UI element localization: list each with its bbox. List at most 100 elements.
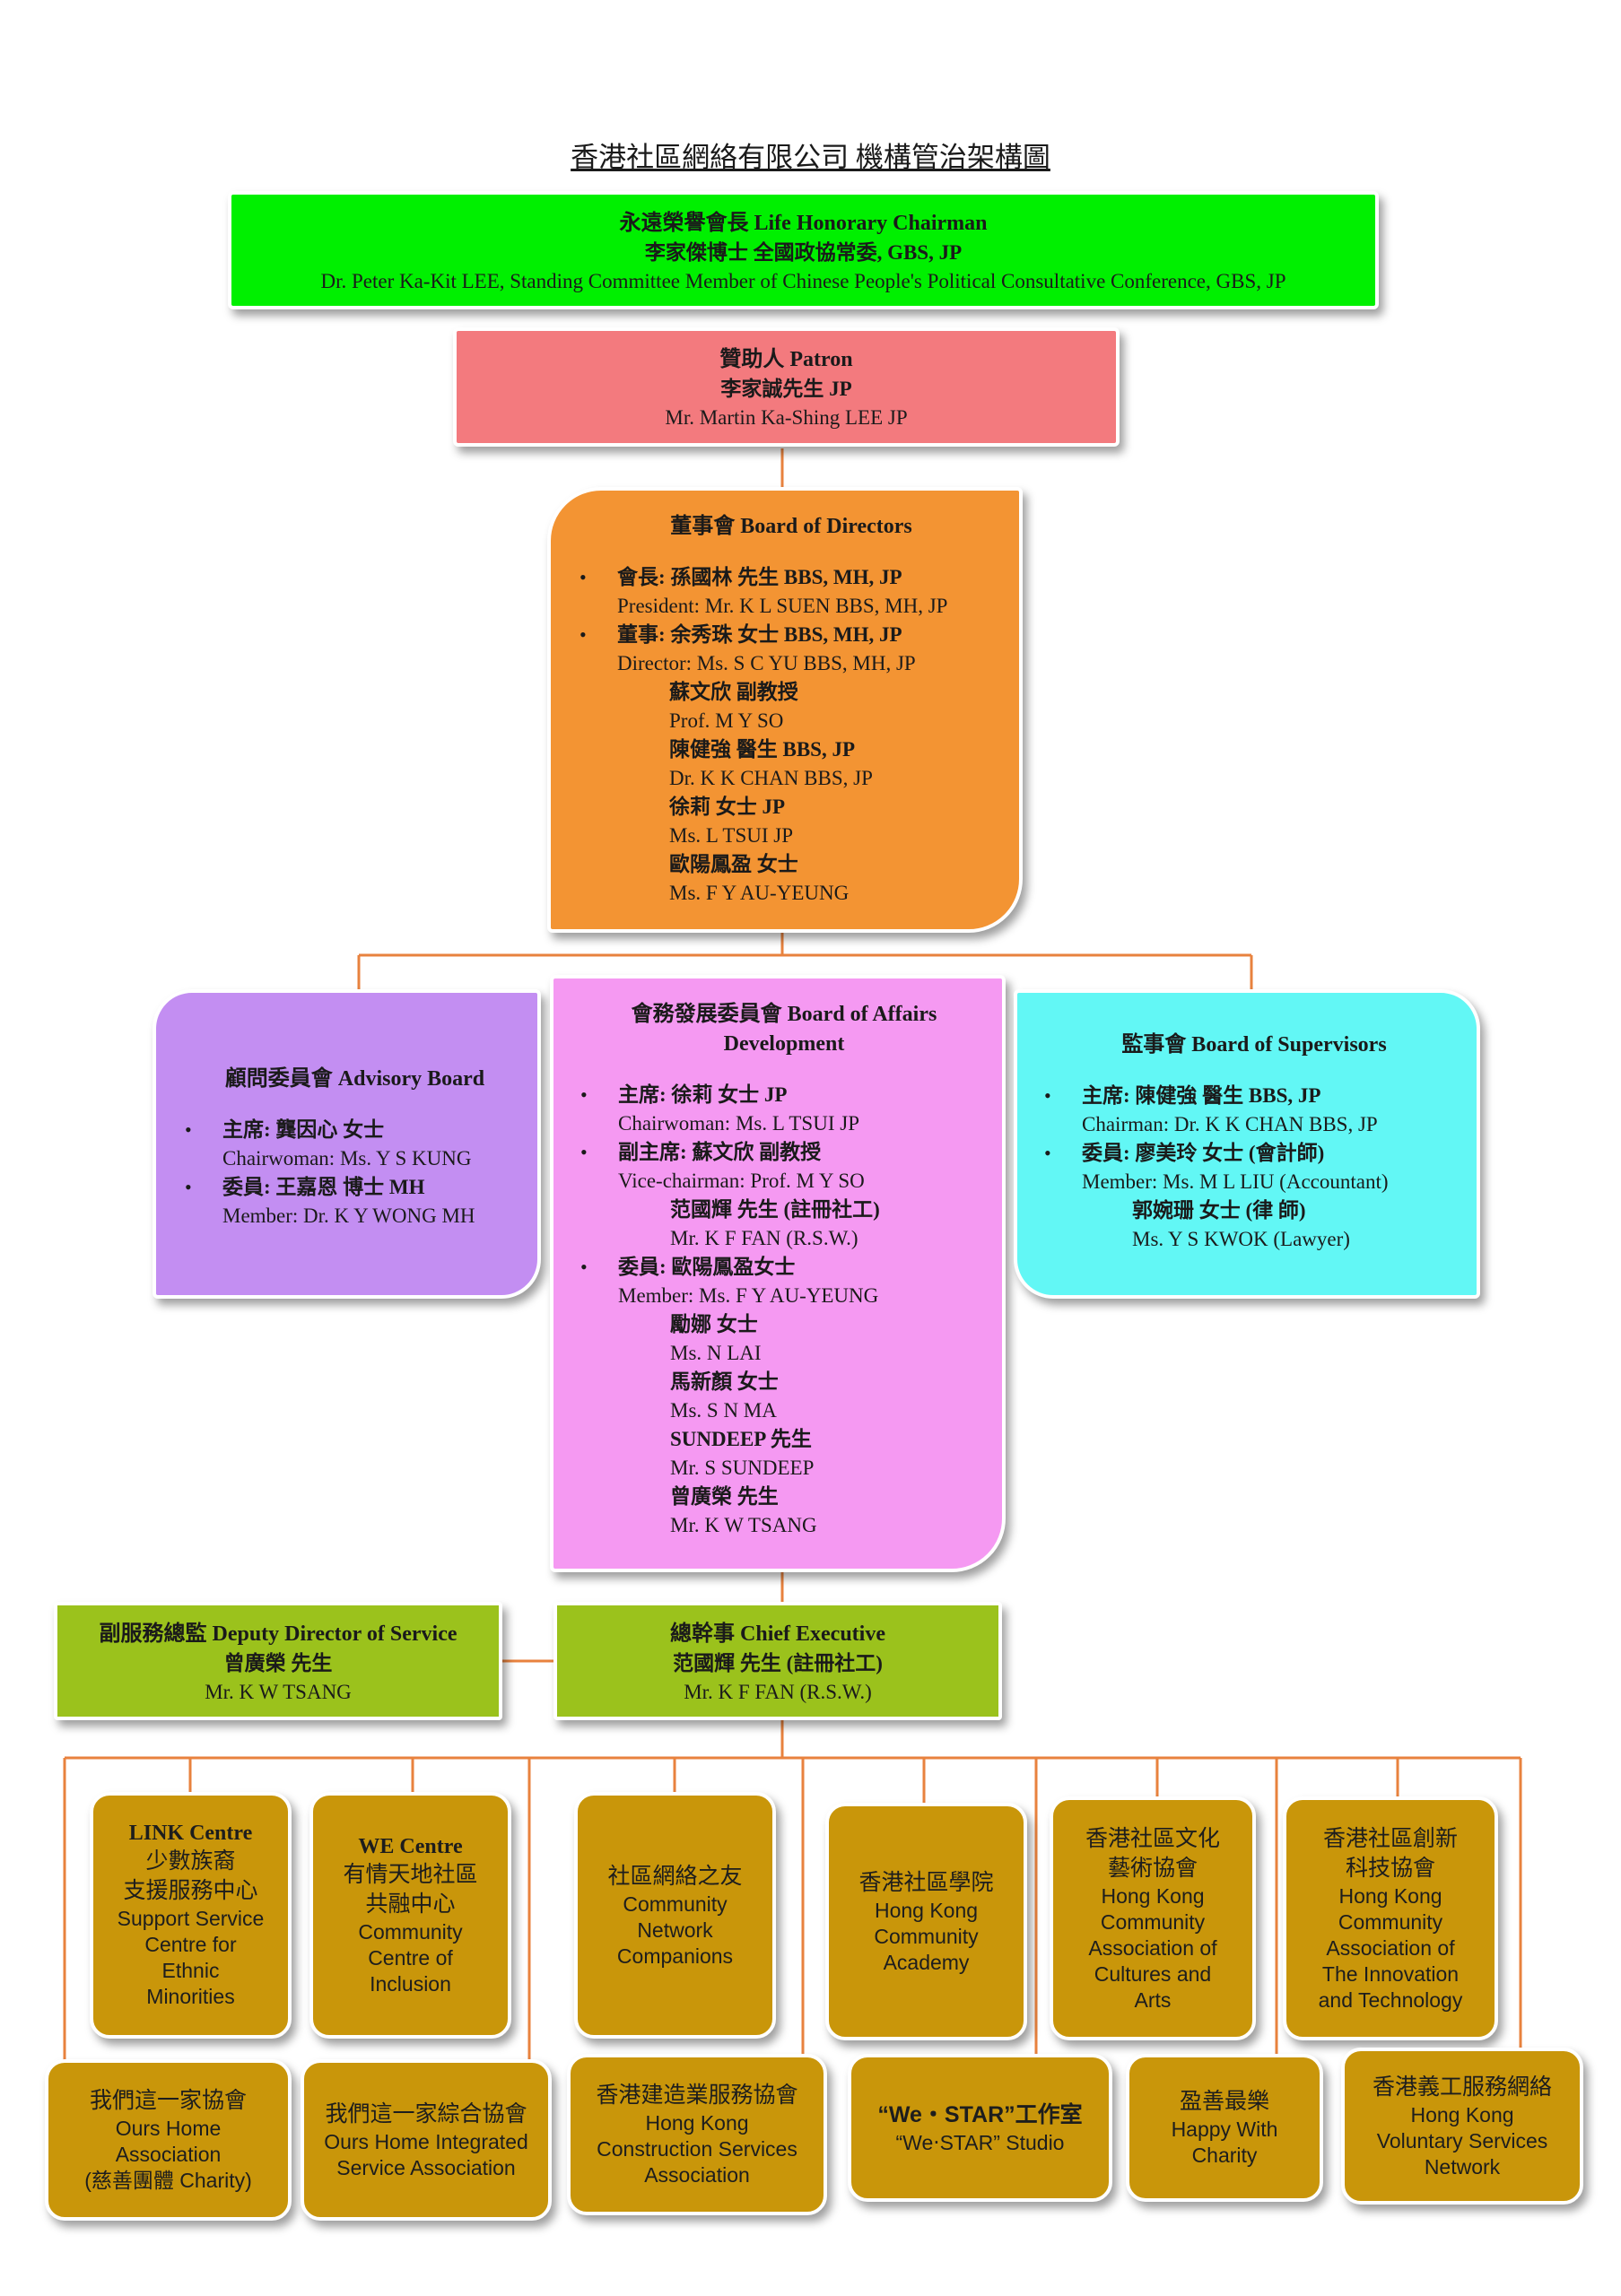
unit-name-en: Association of xyxy=(1326,1935,1455,1960)
unit-name-zh: 共融中心 xyxy=(365,1891,456,1917)
unit-we-centre: WE Centre 有情天地社區 共融中心 Community Centre o… xyxy=(309,1792,511,2039)
unit-name-en: Hong Kong xyxy=(1101,1883,1205,1908)
unit-ours-home-integrated: 我們這一家綜合協會 Ours Home Integrated Service A… xyxy=(301,2059,552,2221)
affairs-vice-more-zh: 范國輝 先生 (註冊社工) xyxy=(670,1198,880,1221)
unit-name-en: Charity xyxy=(1191,2144,1258,2167)
board-member-en: Ms. L TSUI JP xyxy=(669,824,794,847)
deputy-name-en: Mr. K W TSANG xyxy=(205,1681,352,1703)
board-member-en: Ms. F Y AU-YEUNG xyxy=(669,882,850,904)
unit-ours-home-association: 我們這一家協會 Ours Home Association (慈善團體 Char… xyxy=(45,2059,292,2221)
unit-name: LINK Centre xyxy=(128,1822,253,1845)
advisory-member-en: Member: Dr. K Y WONG MH xyxy=(222,1205,475,1227)
affairs-member-zh: 馬新顏 女士 xyxy=(670,1370,779,1393)
board-of-directors-box: 董事會 Board of Directors • 會長: 孫國林 先生 BBS,… xyxy=(547,487,1023,933)
unit-name-en: Community xyxy=(1100,1909,1206,1934)
unit-name-en: Construction Services xyxy=(597,2137,797,2161)
advisory-member-zh: 委員: 王嘉恩 博士 MH xyxy=(222,1176,425,1198)
affairs-member-zh: 勵娜 女士 xyxy=(670,1313,758,1335)
unit-name-zh: 香港建造業服務協會 xyxy=(596,2083,798,2108)
unit-name-en: Community xyxy=(1338,1909,1443,1934)
honorary-name-zh: 李家傑博士 全國政協常委, GBS, JP xyxy=(644,241,963,264)
unit-name: WE Centre xyxy=(358,1834,463,1858)
unit-name-en: Network xyxy=(1424,2154,1501,2179)
unit-name-en: Centre of xyxy=(368,1945,453,1970)
honorary-name-en: Dr. Peter Ka-Kit LEE, Standing Committee… xyxy=(320,270,1286,292)
honorary-chairman-box: 永遠榮譽會長 Life Honorary Chairman 李家傑博士 全國政協… xyxy=(228,191,1379,309)
unit-name-en: The Innovation xyxy=(1321,1961,1460,1986)
unit-name-en: Association xyxy=(115,2143,222,2166)
affairs-vice-en: Vice-chairman: Prof. M Y SO xyxy=(618,1170,865,1192)
unit-happy-with-charity: 盈善最樂 Happy With Charity xyxy=(1126,2054,1323,2202)
unit-we-star-studio: “We・STAR”工作室 “We‧STAR” Studio xyxy=(848,2054,1112,2202)
affairs-member-en: Ms. S N MA xyxy=(670,1399,777,1422)
affairs-vice-chair: • 副主席: 蘇文欣 副教授 Vice-chairman: Prof. M Y … xyxy=(573,1138,995,1253)
deputy-director-box: 副服務總監 Deputy Director of Service 曾廣榮 先生 … xyxy=(54,1602,502,1720)
unit-name-en: Hong Kong xyxy=(874,1898,979,1922)
unit-name-en: Association of xyxy=(1088,1935,1217,1960)
unit-name-en: Hong Kong xyxy=(1410,2102,1514,2126)
page-title: 香港社區網絡有限公司 機構管治架構圖 xyxy=(571,142,1050,173)
affairs-chair-en: Chairwoman: Ms. L TSUI JP xyxy=(618,1112,859,1135)
unit-name-en: Cultures and xyxy=(1094,1961,1212,1986)
board-member-zh: 蘇文欣 副教授 xyxy=(669,681,798,703)
affairs-member-zh: SUNDEEP 先生 xyxy=(670,1428,812,1450)
supervisors-member-zh: 委員: 廖美玲 女士 (會計師) xyxy=(1082,1142,1325,1164)
board-title: 董事會 Board of Directors xyxy=(670,515,912,538)
affairs-member-en: Ms. N LAI xyxy=(670,1342,762,1364)
patron-box: 贊助人 Patron 李家誠先生 JP Mr. Martin Ka-Shing … xyxy=(453,327,1120,447)
chief-executive-box: 總幹事 Chief Executive 范國輝 先生 (註冊社工) Mr. K … xyxy=(553,1602,1002,1720)
unit-name-en: Ours Home xyxy=(115,2117,222,2140)
supervisors-member-more-en: Ms. Y S KWOK (Lawyer) xyxy=(1132,1228,1350,1250)
unit-name-zh: 我們這一家協會 xyxy=(89,2088,247,2113)
advisory-chair-zh: 主席: 龔因心 女士 xyxy=(222,1118,385,1141)
unit-name-en: Support Service xyxy=(117,1907,265,1930)
unit-community-network-companions: 社區網絡之友 Community Network Companions xyxy=(574,1792,776,2039)
board-member-en: Prof. M Y SO xyxy=(669,709,784,732)
unit-name-en: Community xyxy=(623,1892,728,1916)
board-director-en: Director: Ms. S C YU BBS, MH, JP xyxy=(617,652,916,674)
supervisors-title: 監事會 Board of Supervisors xyxy=(1121,1033,1387,1057)
unit-name-zh: 香港義工服務網絡 xyxy=(1372,2074,1552,2100)
affairs-vice-more-en: Mr. K F FAN (R.S.W.) xyxy=(670,1227,858,1249)
patron-title: 贊助人 Patron xyxy=(719,348,853,371)
unit-name-en: Service Association xyxy=(336,2155,516,2179)
affairs-development-box: 會務發展委員會 Board of Affairs Development • 主… xyxy=(550,975,1006,1572)
unit-name-en: Centre for xyxy=(144,1933,237,1956)
deputy-title: 副服務總監 Deputy Director of Service xyxy=(99,1622,458,1646)
unit-link-centre: LINK Centre 少數族裔 支援服務中心 Support Service … xyxy=(90,1792,292,2039)
unit-voluntary-services-network: 香港義工服務網絡 Hong Kong Voluntary Services Ne… xyxy=(1341,2048,1583,2205)
unit-name-en: Voluntary Services xyxy=(1376,2128,1548,2152)
supervisors-member: • 委員: 廖美玲 女士 (會計師) Member: Ms. M L LIU (… xyxy=(1037,1139,1471,1254)
advisory-board-box: 顧問委員會 Advisory Board • 主席: 龔因心 女士 Chairw… xyxy=(153,989,541,1299)
unit-name-en: Association xyxy=(644,2163,750,2187)
affairs-title: 會務發展委員會 Board of Affairs xyxy=(631,1003,937,1026)
unit-construction-services: 香港建造業服務協會 Hong Kong Construction Service… xyxy=(567,2054,827,2215)
unit-name-zh: 社區網絡之友 xyxy=(607,1863,743,1889)
affairs-title-line2: Development xyxy=(723,1032,845,1056)
unit-name-en: Ours Home Integrated xyxy=(324,2129,528,2153)
affairs-member-en: Member: Ms. F Y AU-YEUNG xyxy=(618,1284,879,1307)
unit-cultures-and-arts: 香港社區文化 藝術協會 Hong Kong Community Associat… xyxy=(1050,1796,1256,2040)
unit-name-en: Hong Kong xyxy=(1338,1883,1442,1908)
unit-name-zh: 藝術協會 xyxy=(1107,1855,1198,1881)
unit-name-zh: 香港社區創新 xyxy=(1322,1825,1458,1851)
patron-name-en: Mr. Martin Ka-Shing LEE JP xyxy=(665,406,908,429)
board-member-en: Dr. K K CHAN BBS, JP xyxy=(669,767,873,789)
board-president-zh: 會長: 孫國林 先生 BBS, MH, JP xyxy=(617,566,902,588)
unit-name-en: Community xyxy=(358,1919,463,1944)
unit-name-en: and Technology xyxy=(1318,1987,1463,2012)
supervisors-member-more-zh: 郭婉珊 女士 (律 師) xyxy=(1132,1199,1306,1222)
board-president: • 會長: 孫國林 先生 BBS, MH, JP President: Mr. … xyxy=(572,563,1010,621)
supervisors-chair: • 主席: 陳健強 醫生 BBS, JP Chairman: Dr. K K C… xyxy=(1037,1082,1471,1139)
affairs-member-en: Mr. S SUNDEEP xyxy=(670,1457,815,1479)
advisory-chair-en: Chairwoman: Ms. Y S KUNG xyxy=(222,1147,472,1170)
ceo-title: 總幹事 Chief Executive xyxy=(670,1622,885,1646)
affairs-member-zh: 委員: 歐陽鳳盈女士 xyxy=(618,1256,796,1278)
advisory-title: 顧問委員會 Advisory Board xyxy=(224,1067,485,1091)
affairs-chair: • 主席: 徐莉 女士 JP Chairwoman: Ms. L TSUI JP xyxy=(573,1081,995,1138)
board-president-en: President: Mr. K L SUEN BBS, MH, JP xyxy=(617,595,948,617)
unit-name-en: Companions xyxy=(616,1944,734,1968)
supervisors-box: 監事會 Board of Supervisors • 主席: 陳健強 醫生 BB… xyxy=(1014,989,1480,1299)
honorary-title: 永遠榮譽會長 Life Honorary Chairman xyxy=(619,212,988,235)
unit-name-en: Ethnic xyxy=(161,1959,220,1982)
